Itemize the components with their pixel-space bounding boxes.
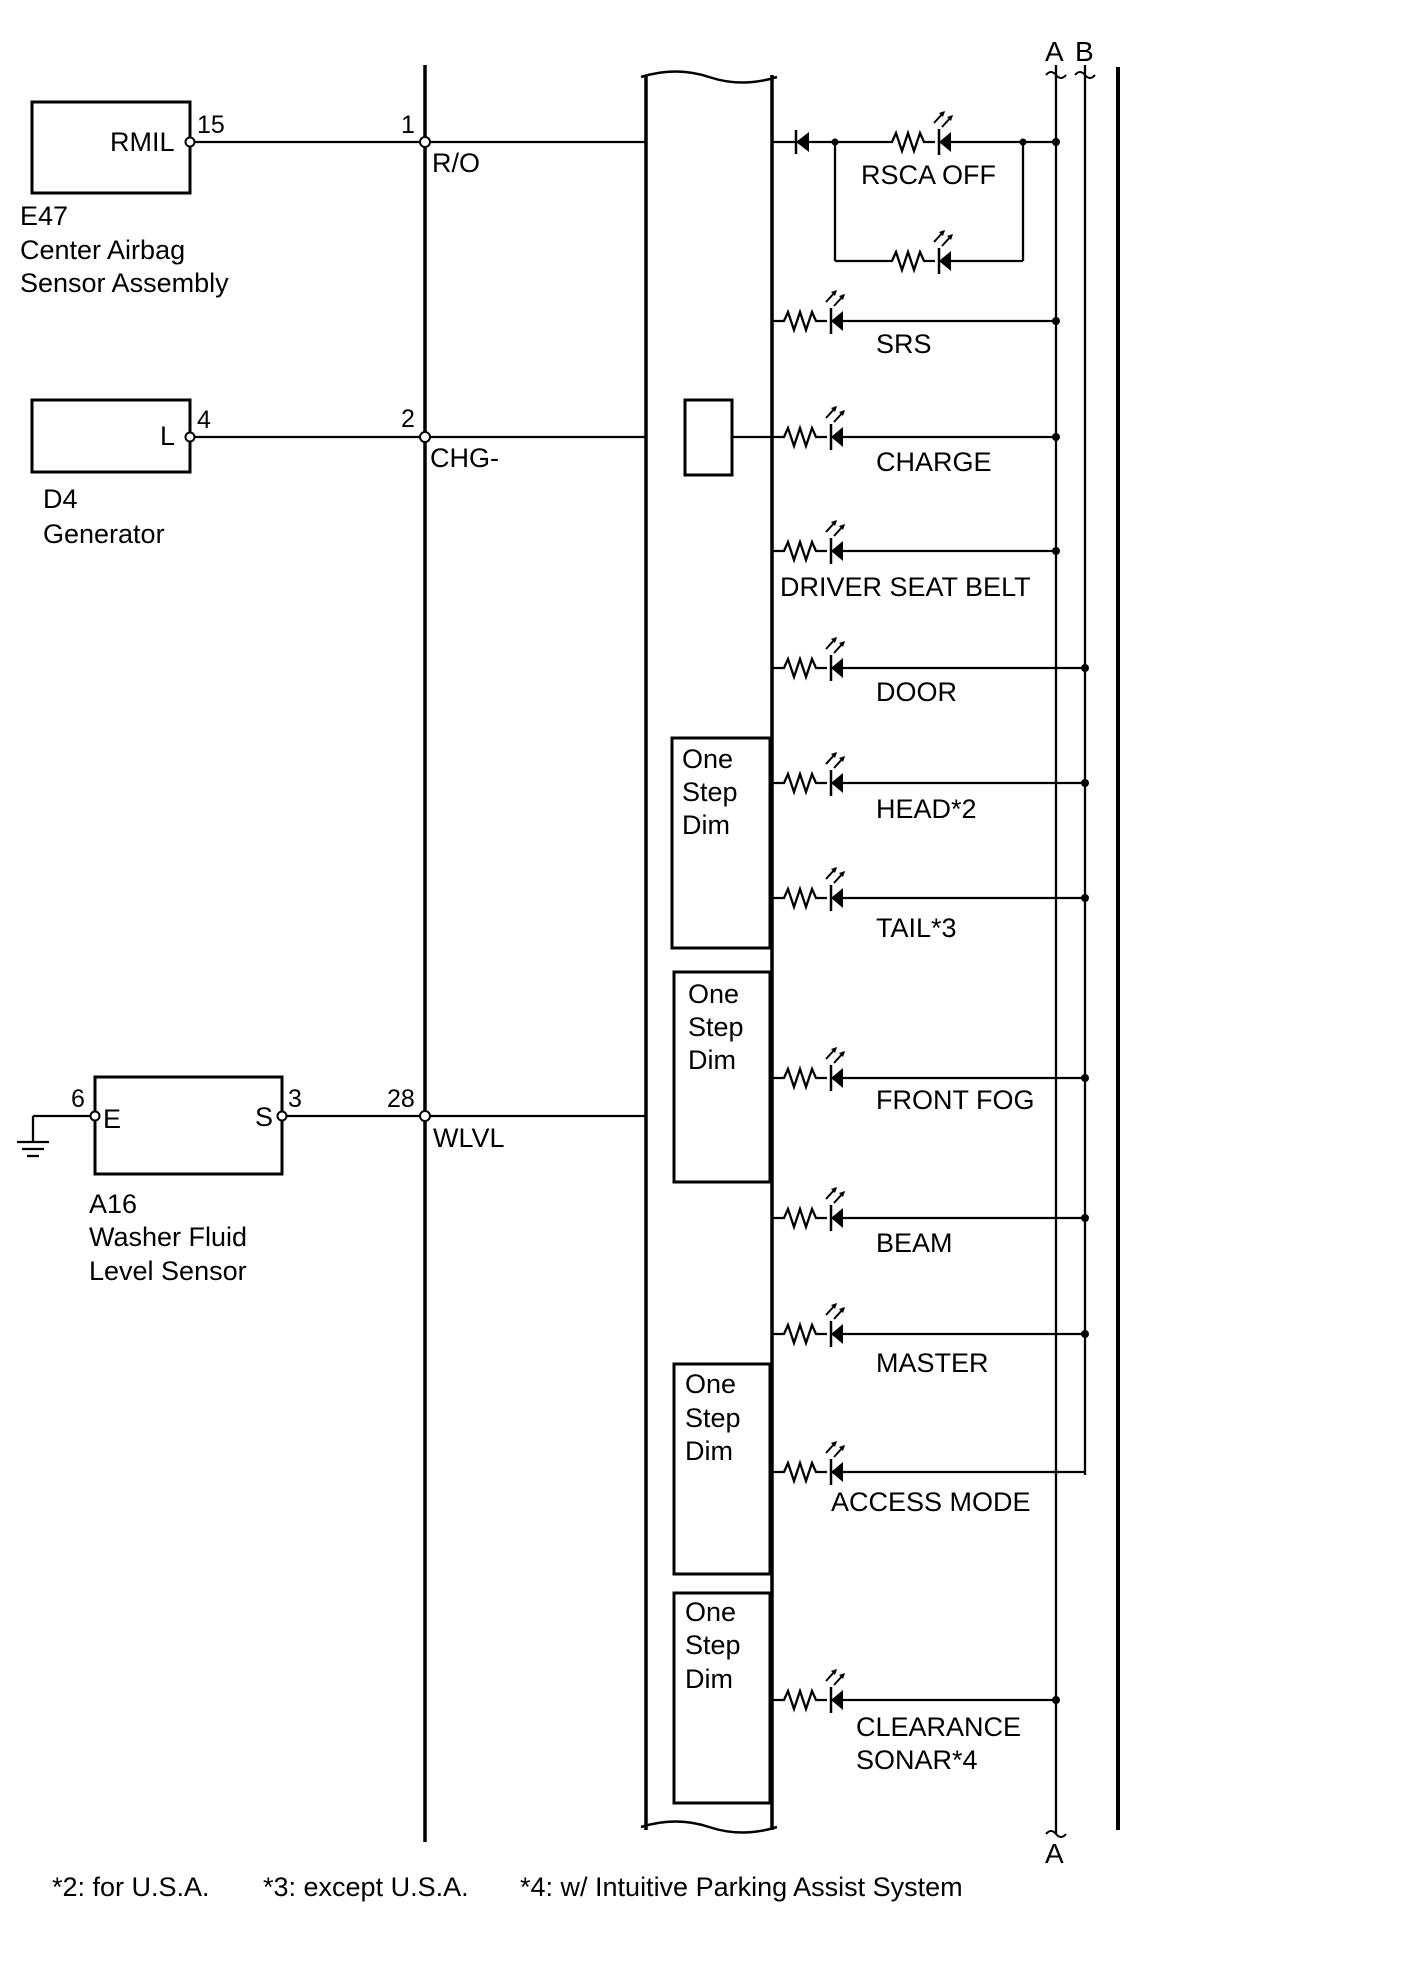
svg-text:CLEARANCE: CLEARANCE	[856, 1712, 1021, 1742]
break-top	[640, 70, 778, 84]
svg-text:DOOR: DOOR	[876, 677, 957, 707]
connector-pin-28-number: 28	[387, 1085, 415, 1113]
bus-a-bottom-break	[1045, 1830, 1067, 1838]
e47-terminal-label: RMIL	[110, 127, 175, 157]
a16-name-line2: Level Sensor	[89, 1256, 247, 1286]
a16-name-line1: Washer Fluid	[89, 1222, 247, 1252]
svg-text:One: One	[688, 979, 739, 1009]
a16-terminal-s: S	[255, 1102, 273, 1132]
svg-text:One: One	[685, 1369, 736, 1399]
svg-text:TAIL*3: TAIL*3	[876, 913, 957, 943]
access-mode-indicator: ACCESS MODE	[772, 1441, 1085, 1517]
bus-b-break	[1074, 71, 1096, 79]
bus-junctions	[1052, 138, 1089, 1704]
a16-terminal-e-circle	[89, 1110, 101, 1122]
e47-name-line2: Sensor Assembly	[20, 268, 229, 298]
svg-text:HEAD*2: HEAD*2	[876, 794, 977, 824]
svg-text:Step: Step	[682, 777, 738, 807]
dim-block-2: One Step Dim	[672, 970, 772, 1184]
connector-pin-2-signal: CHG-	[430, 443, 499, 473]
charge-driver-box	[683, 398, 734, 477]
d4-pin-number: 4	[197, 406, 211, 434]
a16-pin-s: 3	[288, 1085, 302, 1113]
connector-pin-28-signal: WLVL	[433, 1123, 505, 1153]
connector-pin-28	[419, 1110, 431, 1122]
ground-symbol	[17, 1140, 49, 1158]
svg-text:FRONT FOG: FRONT FOG	[876, 1085, 1035, 1115]
svg-text:Dim: Dim	[685, 1664, 733, 1694]
bus-a-break	[1045, 71, 1067, 79]
clearance-sonar-indicator: CLEARANCE SONAR*4	[772, 1669, 1056, 1775]
a16-terminal-e: E	[103, 1104, 121, 1134]
bus-a-top-label: A	[1045, 36, 1064, 67]
connector-pin-2-number: 2	[401, 405, 415, 433]
a16-component-box	[93, 1075, 284, 1176]
d4-terminal	[184, 431, 196, 443]
d4-code: D4	[43, 484, 78, 514]
svg-text:BEAM: BEAM	[876, 1228, 953, 1258]
d4-terminal-label: L	[160, 421, 175, 451]
e47-terminal	[184, 136, 196, 148]
driver-seat-belt-indicator: DRIVER SEAT BELT	[772, 520, 1056, 602]
svg-text:SONAR*4: SONAR*4	[856, 1745, 978, 1775]
svg-text:ACCESS MODE: ACCESS MODE	[831, 1487, 1031, 1517]
master-indicator: MASTER	[772, 1303, 1085, 1378]
footnote-3: *3: except U.S.A.	[263, 1872, 469, 1902]
svg-text:RSCA OFF: RSCA OFF	[861, 160, 996, 190]
connector-pin-1-number: 1	[401, 111, 415, 139]
srs-indicator: SRS	[772, 290, 1056, 359]
footnote-2: *2: for U.S.A.	[52, 1872, 210, 1902]
charge-indicator: CHARGE	[772, 406, 1056, 477]
bus-a-bottom-label: A	[1045, 1838, 1064, 1869]
bus-b-top-label: B	[1075, 36, 1094, 67]
a16-code: A16	[89, 1189, 137, 1219]
a16-terminal-s-circle	[276, 1110, 288, 1122]
e47-name-line1: Center Airbag	[20, 235, 185, 265]
svg-text:Dim: Dim	[688, 1045, 736, 1075]
svg-text:SRS: SRS	[876, 329, 932, 359]
dim-block-1: One Step Dim	[670, 736, 772, 950]
svg-text:DRIVER SEAT BELT: DRIVER SEAT BELT	[780, 572, 1031, 602]
a16-pin-e: 6	[71, 1085, 85, 1113]
svg-text:One: One	[685, 1597, 736, 1627]
tail-indicator: TAIL*3	[772, 867, 1085, 943]
e47-code: E47	[20, 201, 68, 231]
svg-text:Dim: Dim	[685, 1436, 733, 1466]
svg-text:CHARGE: CHARGE	[876, 447, 992, 477]
head-indicator: HEAD*2	[772, 752, 1085, 824]
door-indicator: DOOR	[772, 637, 1085, 707]
svg-text:One: One	[682, 744, 733, 774]
rsca-off-indicator: RSCA OFF	[772, 111, 1056, 274]
front-fog-indicator: FRONT FOG	[772, 1047, 1085, 1115]
svg-text:MASTER: MASTER	[876, 1348, 989, 1378]
svg-text:Dim: Dim	[682, 810, 730, 840]
dim-block-4: One Step Dim	[672, 1591, 772, 1805]
svg-text:Step: Step	[685, 1403, 741, 1433]
dim-block-3: One Step Dim	[672, 1362, 772, 1576]
d4-name-line1: Generator	[43, 519, 165, 549]
connector-pin-1	[419, 136, 431, 148]
e47-pin-number: 15	[197, 111, 225, 139]
svg-text:Step: Step	[688, 1012, 744, 1042]
beam-indicator: BEAM	[772, 1187, 1085, 1258]
connector-pin-1-signal: R/O	[432, 148, 480, 178]
footnote-4: *4: w/ Intuitive Parking Assist System	[520, 1872, 963, 1902]
connector-pin-2	[419, 431, 431, 443]
break-bottom	[640, 1820, 778, 1834]
svg-text:Step: Step	[685, 1630, 741, 1660]
